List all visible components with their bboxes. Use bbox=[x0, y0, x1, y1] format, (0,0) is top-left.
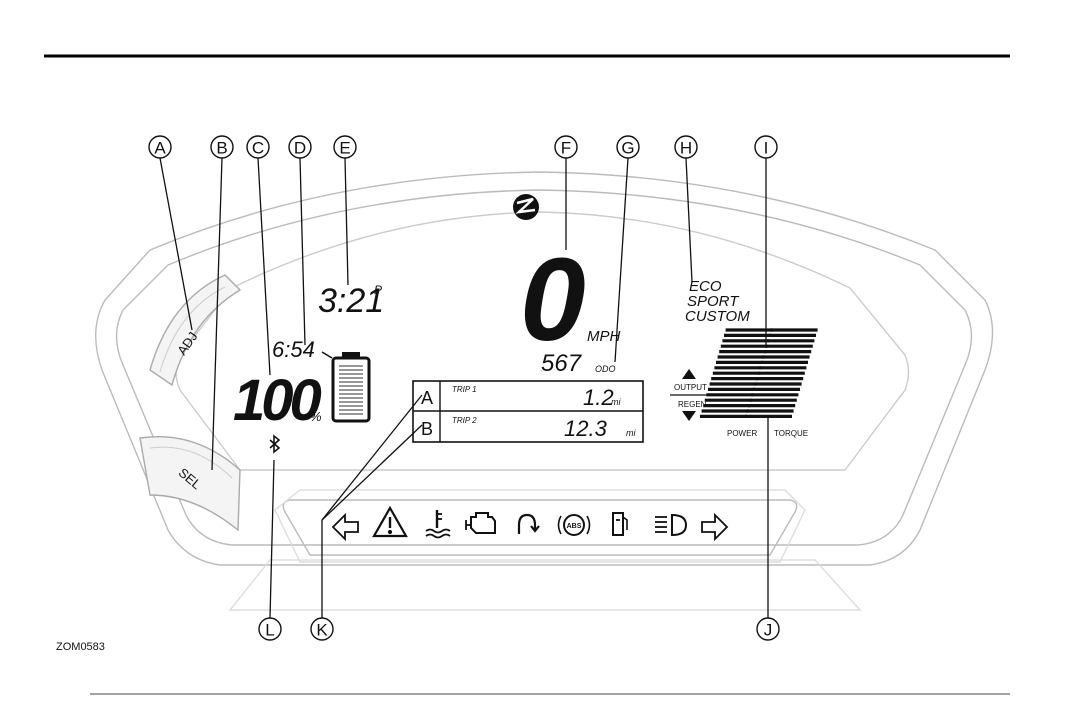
trip-a-unit: mi bbox=[611, 397, 621, 407]
figure-code: ZOM0583 bbox=[56, 641, 105, 653]
regen-arrow-icon bbox=[682, 411, 696, 421]
svg-text:D: D bbox=[294, 139, 306, 158]
odometer-display: 567 bbox=[541, 350, 583, 377]
svg-text:H: H bbox=[680, 139, 692, 158]
check-engine-icon bbox=[466, 513, 495, 533]
trip-a-letter: A bbox=[421, 388, 433, 408]
output-arrow-icon bbox=[682, 369, 696, 379]
svg-text:A: A bbox=[154, 139, 166, 158]
callout-f: F bbox=[555, 136, 577, 158]
trip-a-label: TRIP 1 bbox=[452, 385, 477, 394]
svg-text:C: C bbox=[252, 139, 264, 158]
battery-percent-unit: % bbox=[310, 409, 322, 424]
adj-button[interactable]: ADJ bbox=[150, 275, 240, 385]
callout-d: D bbox=[289, 136, 311, 158]
callout-l: L bbox=[259, 618, 281, 640]
fuel-door-icon bbox=[613, 513, 627, 535]
traction-control-icon bbox=[519, 515, 539, 534]
right-turn-signal-icon bbox=[702, 515, 727, 539]
indicator-row: ABS bbox=[333, 508, 727, 539]
callout-a: A bbox=[149, 136, 171, 158]
speedometer-display: 0 bbox=[520, 234, 586, 366]
trip-b-letter: B bbox=[421, 419, 433, 439]
trip-b-value: 12.3 bbox=[564, 416, 608, 441]
coolant-temperature-icon bbox=[426, 510, 450, 538]
svg-text:I: I bbox=[764, 139, 769, 158]
callout-i: I bbox=[755, 136, 777, 158]
abs-icon: ABS bbox=[559, 515, 590, 535]
clock-pm-indicator: P bbox=[374, 283, 382, 297]
battery-icon bbox=[333, 352, 369, 421]
gauge-output-label: OUTPUT bbox=[674, 383, 707, 392]
svg-text:K: K bbox=[316, 621, 328, 640]
callout-g: G bbox=[617, 136, 639, 158]
bluetooth-icon bbox=[270, 436, 279, 452]
trip-b-label: TRIP 2 bbox=[452, 416, 477, 425]
svg-text:L: L bbox=[265, 621, 274, 640]
mode-custom: CUSTOM bbox=[685, 308, 750, 325]
warning-icon bbox=[374, 508, 406, 536]
gauge-torque-label: TORQUE bbox=[774, 429, 808, 438]
callout-j: J bbox=[757, 618, 779, 640]
charge-time-pointer bbox=[322, 352, 332, 358]
gauge-regen-label: REGEN bbox=[678, 400, 707, 409]
high-beam-icon bbox=[655, 515, 686, 535]
svg-text:B: B bbox=[216, 139, 227, 158]
charge-time-display: 6:54 bbox=[272, 337, 315, 362]
speed-unit: MPH bbox=[587, 328, 621, 345]
svg-text:G: G bbox=[621, 139, 634, 158]
svg-text:J: J bbox=[764, 621, 773, 640]
svg-text:E: E bbox=[339, 139, 350, 158]
trip-b-unit: mi bbox=[626, 428, 636, 438]
callout-k: K bbox=[311, 618, 333, 640]
trip-a-value: 1.2 bbox=[583, 385, 614, 410]
callout-c: C bbox=[247, 136, 269, 158]
svg-text:ABS: ABS bbox=[567, 523, 582, 530]
callout-b: B bbox=[211, 136, 233, 158]
battery-percent-display: 100 bbox=[233, 368, 322, 433]
callout-e: E bbox=[334, 136, 356, 158]
callout-h: H bbox=[675, 136, 697, 158]
gauge-power-label: POWER bbox=[727, 429, 757, 438]
trip-panel: A TRIP 1 1.2 mi B TRIP 2 12.3 mi bbox=[413, 381, 643, 442]
left-turn-signal-icon bbox=[333, 515, 358, 539]
odometer-unit: ODO bbox=[595, 364, 616, 374]
brand-logo bbox=[513, 194, 539, 220]
svg-text:F: F bbox=[561, 139, 571, 158]
power-torque-gauge: OUTPUT REGEN POWER TORQUE bbox=[670, 330, 818, 438]
